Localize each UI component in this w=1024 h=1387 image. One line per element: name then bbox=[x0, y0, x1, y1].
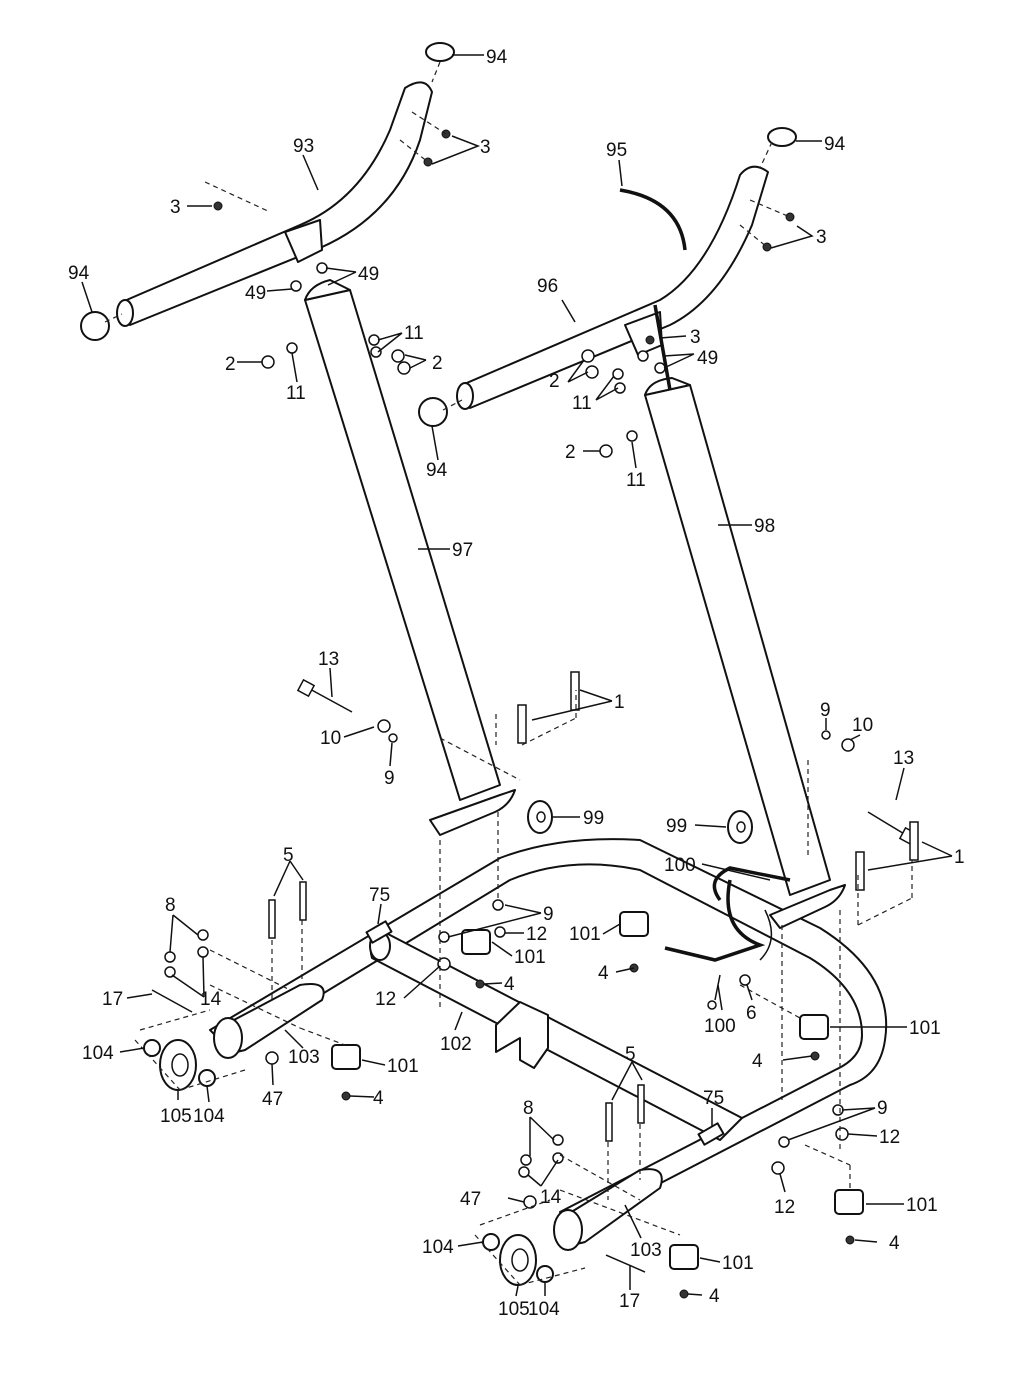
callout-8: 8 bbox=[523, 1098, 534, 1119]
left-handlebar-93 bbox=[116, 81, 433, 327]
callout-49: 49 bbox=[358, 264, 379, 285]
callout-101: 101 bbox=[514, 947, 546, 968]
right-handlebar-96 bbox=[456, 165, 769, 410]
callout-47: 47 bbox=[262, 1089, 283, 1110]
callout-4: 4 bbox=[752, 1051, 763, 1072]
callout-94: 94 bbox=[824, 134, 846, 155]
callout-93: 93 bbox=[293, 136, 314, 157]
callout-12: 12 bbox=[526, 924, 547, 945]
right-upright-98 bbox=[644, 377, 846, 929]
right-foot-tube-103 bbox=[553, 1168, 663, 1251]
left-foot-tube-103 bbox=[213, 983, 325, 1059]
callout-1: 1 bbox=[614, 692, 625, 713]
callout-94: 94 bbox=[486, 47, 508, 68]
callout-104: 104 bbox=[528, 1299, 560, 1320]
callout-2: 2 bbox=[565, 442, 576, 463]
callout-49: 49 bbox=[245, 283, 266, 304]
callout-4: 4 bbox=[598, 963, 609, 984]
callout-3: 3 bbox=[690, 327, 701, 348]
callout-10: 10 bbox=[852, 715, 873, 736]
callout-9: 9 bbox=[820, 700, 831, 721]
callout-2: 2 bbox=[549, 371, 560, 392]
callout-94: 94 bbox=[68, 263, 90, 284]
callout-9: 9 bbox=[877, 1098, 888, 1119]
callout-98: 98 bbox=[754, 516, 775, 537]
callout-101: 101 bbox=[722, 1253, 754, 1274]
crossbar-bracket bbox=[495, 1001, 549, 1069]
callout-49: 49 bbox=[697, 348, 718, 369]
callout-6: 6 bbox=[746, 1003, 757, 1024]
callout-17: 17 bbox=[102, 989, 123, 1010]
callout-105: 105 bbox=[160, 1106, 192, 1127]
callout-103: 103 bbox=[288, 1047, 320, 1068]
callout-11: 11 bbox=[572, 393, 592, 414]
callout-9: 9 bbox=[384, 768, 395, 789]
callout-103: 103 bbox=[630, 1240, 662, 1261]
rollers-99 bbox=[527, 800, 753, 844]
callout-104: 104 bbox=[422, 1237, 454, 1258]
callout-12: 12 bbox=[879, 1127, 900, 1148]
callout-9: 9 bbox=[543, 904, 554, 925]
callout-labels: 94 93 3 3 94 49 49 2 11 11 2 95 94 3 96 … bbox=[68, 47, 965, 1320]
wire-harness bbox=[619, 188, 791, 1010]
end-caps-94 bbox=[80, 42, 797, 427]
callout-101: 101 bbox=[569, 924, 601, 945]
callout-5: 5 bbox=[283, 845, 294, 866]
callout-17: 17 bbox=[619, 1291, 640, 1312]
crossbar-102 bbox=[369, 931, 743, 1141]
callout-2: 2 bbox=[225, 354, 236, 375]
callout-13: 13 bbox=[318, 649, 339, 670]
callout-3: 3 bbox=[816, 227, 827, 248]
callout-11: 11 bbox=[626, 470, 646, 491]
callout-4: 4 bbox=[709, 1286, 720, 1307]
callout-12: 12 bbox=[375, 989, 396, 1010]
callout-4: 4 bbox=[889, 1233, 900, 1254]
callout-96: 96 bbox=[537, 276, 558, 297]
callout-11: 11 bbox=[286, 383, 306, 404]
callout-94: 94 bbox=[426, 460, 448, 481]
callout-5: 5 bbox=[625, 1044, 636, 1065]
callout-101: 101 bbox=[387, 1056, 419, 1077]
callout-97: 97 bbox=[452, 540, 473, 561]
callout-13: 13 bbox=[893, 748, 914, 769]
bolts-17 bbox=[151, 989, 646, 1273]
callout-3: 3 bbox=[480, 137, 491, 158]
callout-3: 3 bbox=[170, 197, 181, 218]
left-upright-97 bbox=[304, 279, 516, 836]
callout-102: 102 bbox=[440, 1034, 472, 1055]
callout-4: 4 bbox=[373, 1088, 384, 1109]
callout-10: 10 bbox=[320, 728, 341, 749]
callout-104: 104 bbox=[82, 1043, 114, 1064]
bolts-5 bbox=[268, 881, 645, 1142]
bolts-1 bbox=[517, 671, 919, 891]
callout-104: 104 bbox=[193, 1106, 225, 1127]
callout-95: 95 bbox=[606, 140, 627, 161]
spacers-104 bbox=[143, 1039, 554, 1283]
callout-100: 100 bbox=[664, 855, 696, 876]
callout-47: 47 bbox=[460, 1189, 481, 1210]
callout-12: 12 bbox=[774, 1197, 795, 1218]
callout-11: 11 bbox=[404, 323, 424, 344]
callout-75: 75 bbox=[703, 1088, 724, 1109]
callout-101: 101 bbox=[909, 1018, 941, 1039]
callout-101: 101 bbox=[906, 1195, 938, 1216]
leader-lines bbox=[81, 54, 953, 1297]
wheels-105 bbox=[159, 1039, 537, 1286]
callout-8: 8 bbox=[165, 895, 176, 916]
small-hardware bbox=[164, 129, 855, 1299]
callout-4: 4 bbox=[504, 974, 515, 995]
callout-14: 14 bbox=[200, 989, 222, 1010]
callout-2: 2 bbox=[432, 353, 443, 374]
callout-99: 99 bbox=[666, 816, 687, 837]
callout-75: 75 bbox=[369, 885, 390, 906]
callout-100: 100 bbox=[704, 1016, 736, 1037]
callout-14: 14 bbox=[540, 1187, 562, 1208]
callout-105: 105 bbox=[498, 1299, 530, 1320]
callout-99: 99 bbox=[583, 808, 604, 829]
callout-1: 1 bbox=[954, 847, 965, 868]
